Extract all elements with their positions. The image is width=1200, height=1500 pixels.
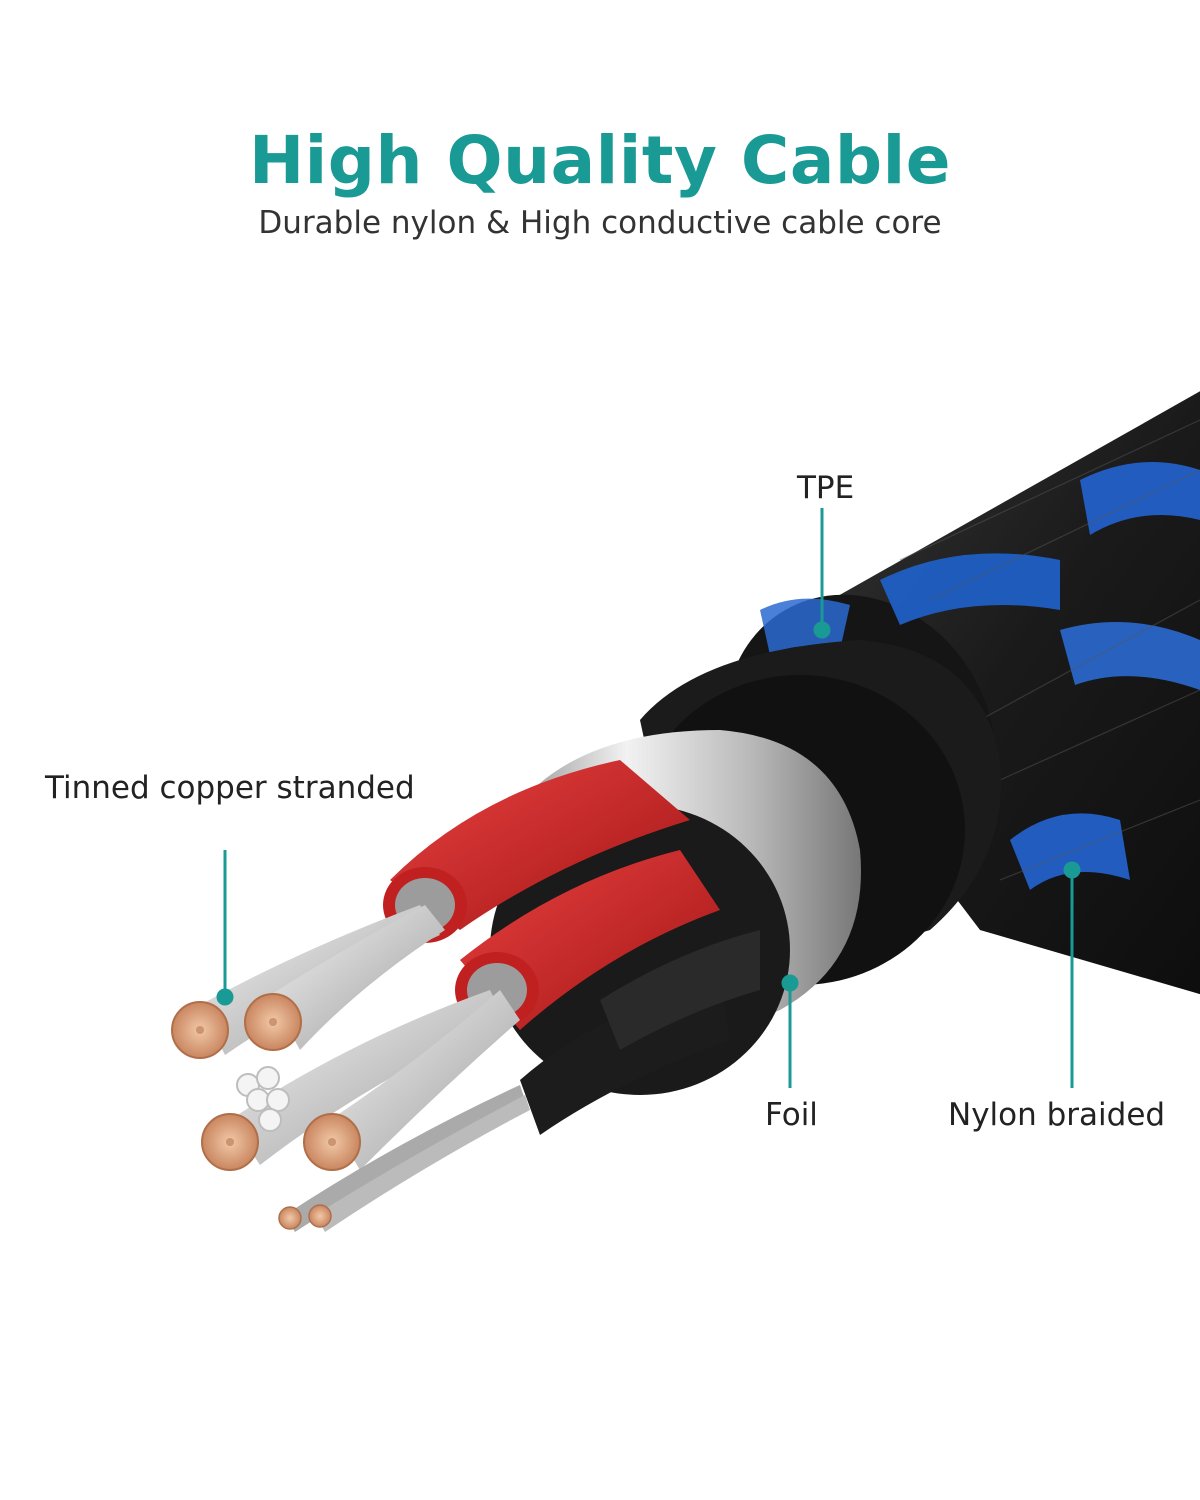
copper-leader-dot [216, 988, 234, 1006]
callout-tpe: TPE [797, 470, 855, 506]
callout-foil: Foil [765, 1097, 818, 1133]
page-title: High Quality Cable [248, 122, 952, 199]
callout-leaders [216, 508, 1081, 1088]
tpe-leader-dot [813, 621, 831, 639]
foil-leader-dot [781, 974, 799, 992]
inner-black-wires [520, 930, 760, 1135]
callout-nylon-braided: Nylon braided [948, 1097, 1166, 1133]
copper-conductor-ends [171, 993, 361, 1230]
nylon-leader-dot [1063, 861, 1081, 879]
callout-tinned-copper: Tinned copper stranded [45, 770, 415, 806]
page-subtitle: Durable nylon & High conductive cable co… [258, 205, 942, 241]
